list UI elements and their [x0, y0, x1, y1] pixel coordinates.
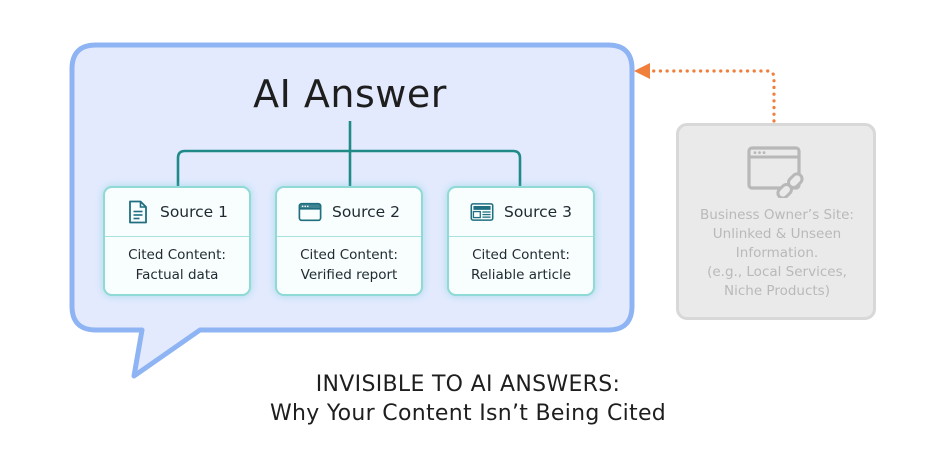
- business-site-line: Business Owner’s Site:: [700, 207, 854, 223]
- source-title: Source 3: [503, 203, 573, 221]
- cited-content-value: Factual data: [135, 267, 219, 283]
- source-content: Cited Content: Factual data: [105, 237, 249, 285]
- document-icon: [126, 199, 150, 225]
- source-content: Cited Content: Reliable article: [449, 237, 593, 285]
- business-site-line: Niche Products): [724, 283, 830, 299]
- cited-content-label: Cited Content:: [128, 247, 226, 263]
- business-site-line: Unlinked & Unseen: [712, 226, 842, 242]
- arrowhead-icon: [634, 63, 650, 79]
- source-card-header: Source 3: [449, 188, 593, 237]
- business-site-text: Business Owner’s Site: Unlinked & Unseen…: [686, 206, 868, 301]
- broken-link-page-icon: [747, 146, 805, 202]
- news-icon: [470, 199, 494, 225]
- source-card-1: Source 1 Cited Content: Factual data: [103, 186, 251, 296]
- ai-answer-title: AI Answer: [253, 72, 447, 116]
- browser-window-icon: [298, 199, 322, 225]
- cited-content-label: Cited Content:: [472, 247, 570, 263]
- dotted-arrow: [634, 63, 776, 123]
- caption-headline: INVISIBLE TO AI ANSWERS:: [315, 372, 621, 397]
- tree-connector: [176, 121, 522, 186]
- business-site-line: (e.g., Local Services,: [707, 264, 847, 280]
- source-title: Source 2: [331, 203, 401, 221]
- cited-content-label: Cited Content:: [300, 247, 398, 263]
- source-card-header: Source 1: [105, 188, 249, 237]
- business-site-line: Information.: [735, 245, 819, 261]
- cited-content-value: Verified report: [300, 267, 398, 283]
- source-title: Source 1: [159, 203, 229, 221]
- source-content: Cited Content: Verified report: [277, 237, 421, 285]
- source-card-2: Source 2 Cited Content: Verified report: [275, 186, 423, 296]
- cited-content-value: Reliable article: [470, 267, 572, 283]
- source-card-header: Source 2: [277, 188, 421, 237]
- source-card-3: Source 3 Cited Content: Reliable article: [447, 186, 595, 296]
- caption-subtitle: Why Your Content Isn’t Being Cited: [269, 401, 667, 426]
